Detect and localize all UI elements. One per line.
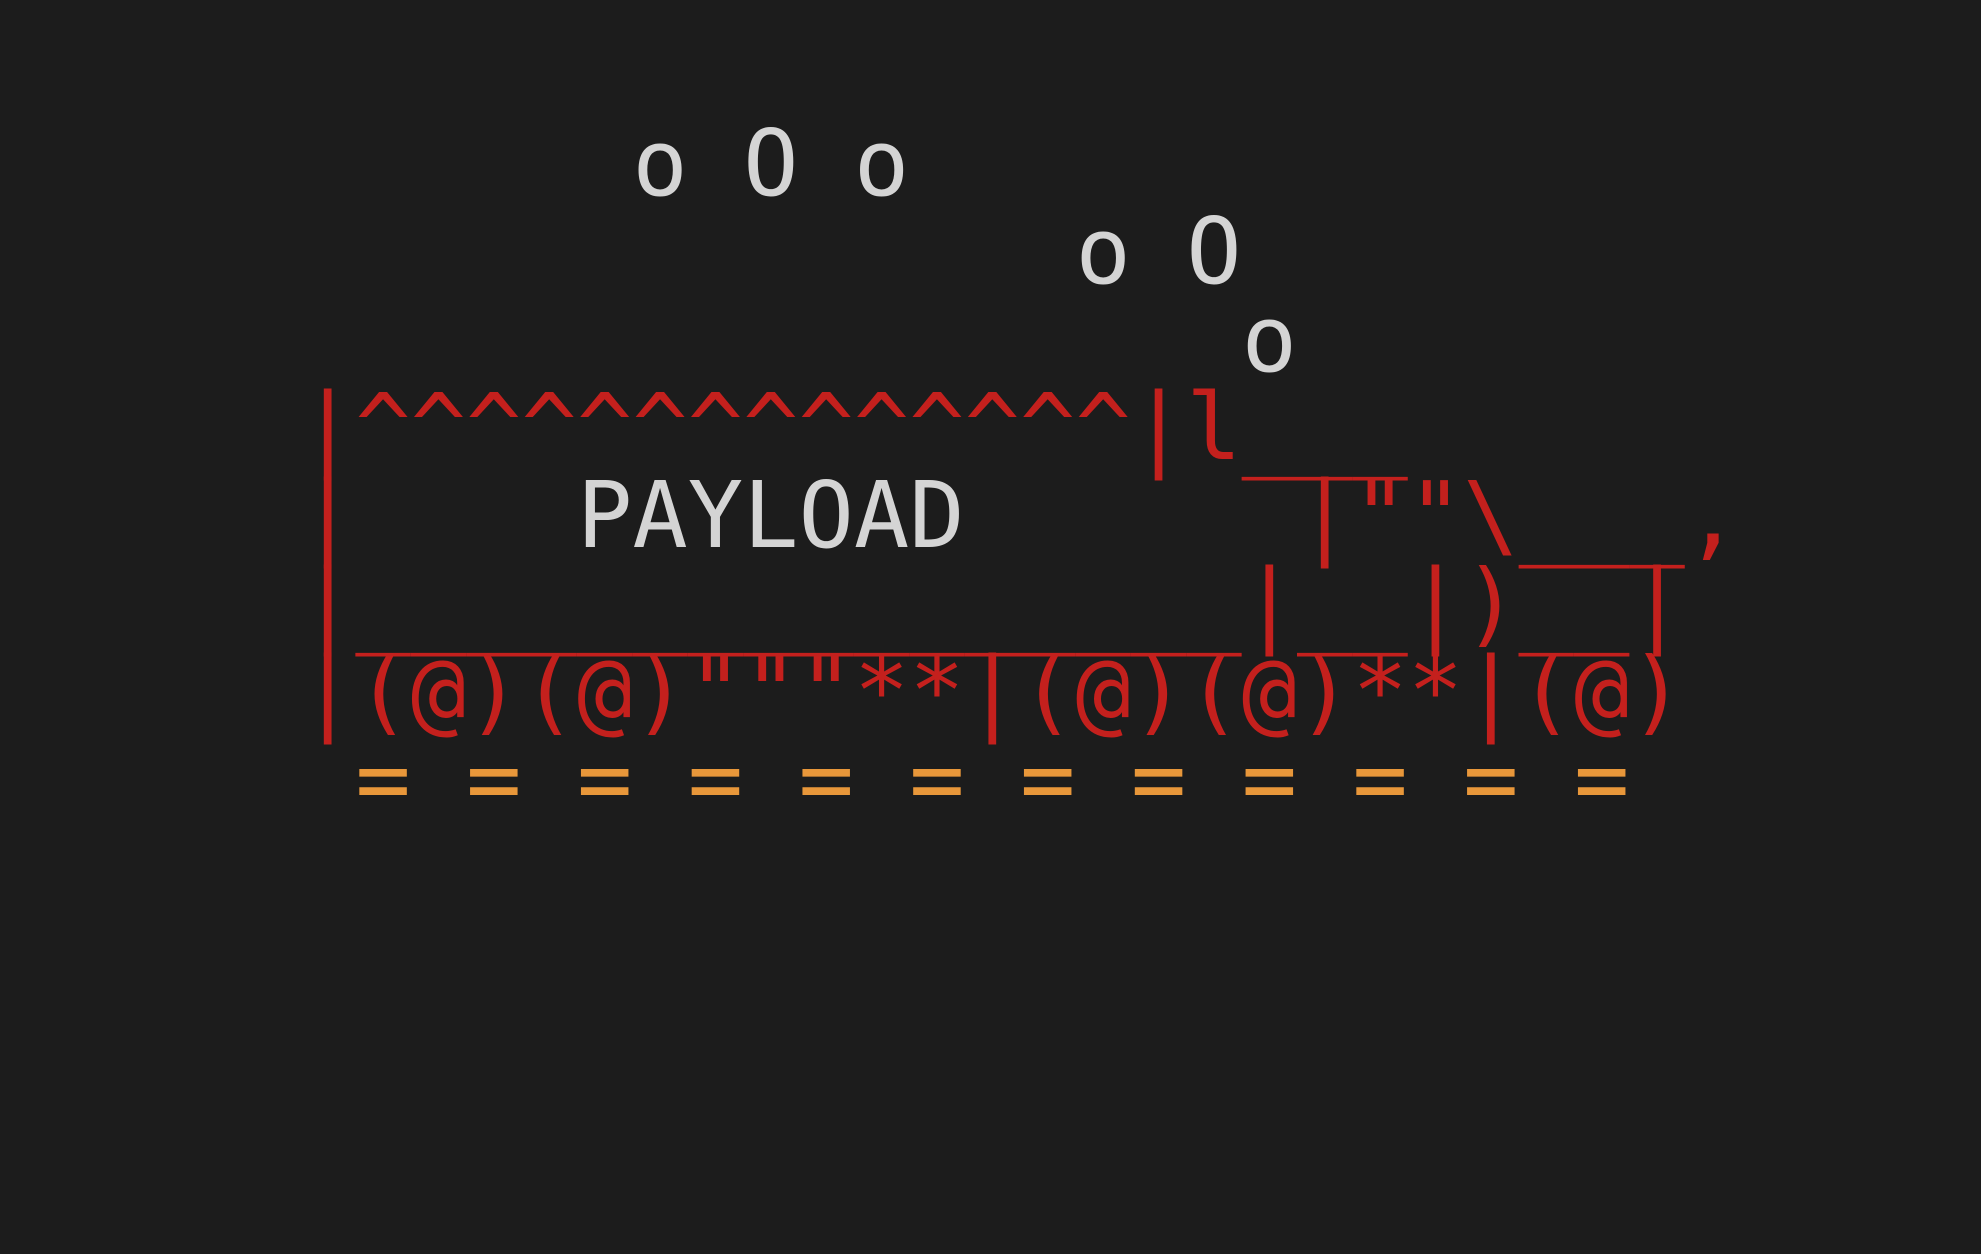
ascii-segment: |________________|__|)__| — [300, 550, 1685, 657]
ascii-segment: PAYLOAD — [576, 462, 965, 569]
ascii-segment: | — [300, 462, 577, 569]
ascii-segment: o O o — [300, 110, 910, 217]
ascii-segment: o O — [300, 198, 1242, 305]
ascii-segment: = = = = = = = = = = = = — [300, 726, 1630, 833]
train-floor: |________________|__|)__| — [300, 558, 1685, 650]
ascii-segment: |^^^^^^^^^^^^^^|l___ — [300, 374, 1408, 481]
ascii-segment: |""\___, — [964, 462, 1741, 569]
train-body: | PAYLOAD |""\___, — [300, 470, 1740, 562]
smoke-line-3: o — [300, 294, 1297, 386]
ascii-segment: |(@)(@)"""**|(@)(@)**|(@) — [300, 638, 1685, 745]
smoke-line-1: o O o — [300, 118, 909, 210]
smoke-line-2: o O — [300, 206, 1241, 298]
train-roof: |^^^^^^^^^^^^^^|l___ — [300, 382, 1408, 474]
rail-track: = = = = = = = = = = = = — [300, 734, 1629, 826]
train-wheels: |(@)(@)"""**|(@)(@)**|(@) — [300, 646, 1685, 738]
ascii-segment: o — [300, 286, 1297, 393]
